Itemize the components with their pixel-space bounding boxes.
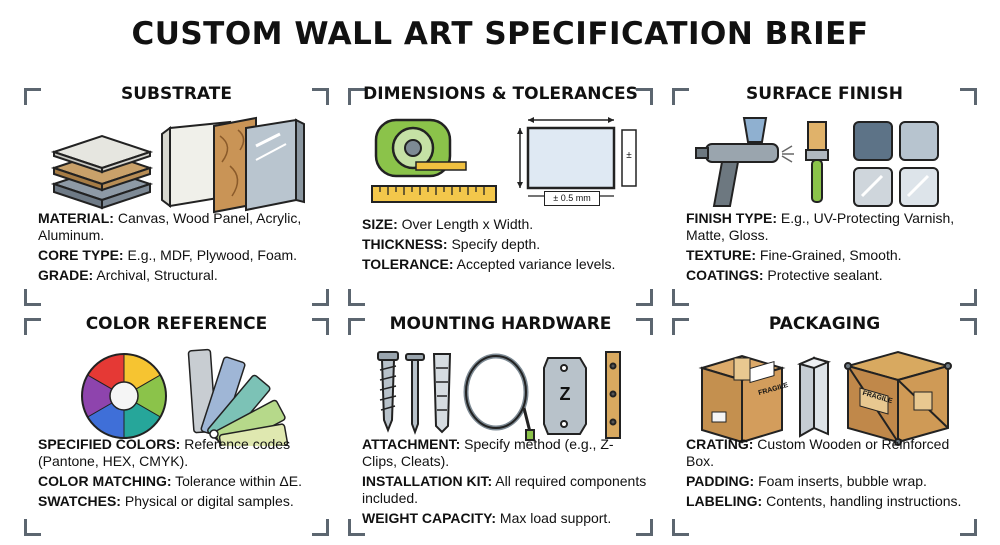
paintbrush-icon [805, 121, 829, 203]
side-tolerance-label: ± [626, 150, 632, 161]
finish-swatches-icon [853, 121, 939, 207]
color-wheel-icon [81, 353, 167, 439]
color-details: SPECIFIED COLORS: Reference codes (Panto… [38, 436, 302, 509]
packaging-details: CRATING: Custom Wooden or Reinforced Box… [686, 436, 962, 509]
finish-illustration [682, 116, 967, 216]
panel-title-color: COLOR REFERENCE [85, 314, 268, 334]
tolerance-label: ± 0.5 mm [544, 191, 600, 206]
cardboard-box-icon [698, 354, 786, 444]
mounting-details: ATTACHMENT: Specify method (e.g., Z-Clip… [362, 436, 647, 526]
panel-packaging: PACKAGING [672, 314, 977, 536]
wall-anchor-icon [432, 353, 452, 434]
panel-title-dimensions: DIMENSIONS & TOLERANCES [363, 84, 638, 104]
wire-coil-icon [463, 353, 535, 441]
tape-measure-icon [374, 118, 467, 178]
panel-title-mounting: MOUNTING HARDWARE [389, 314, 612, 334]
packaging-illustration: FRAGILE FRAGILE [682, 346, 967, 446]
dimension-diagram [517, 117, 637, 197]
material-layers-icon [50, 134, 154, 210]
panel-title-substrate: SUBSTRATE [121, 84, 232, 104]
page-title: CUSTOM WALL ART SPECIFICATION BRIEF [131, 16, 869, 52]
panel-dimensions: DIMENSIONS & TOLERANCES [348, 84, 653, 306]
nail-icon [405, 353, 425, 435]
panel-title-packaging: PACKAGING [768, 314, 881, 334]
ruler-icon [371, 185, 497, 203]
panel-substrate: SUBSTRATE [24, 84, 329, 306]
spray-gun-icon [695, 117, 794, 207]
wooden-crate-icon [844, 350, 952, 446]
color-illustration [34, 346, 319, 446]
swatch-fan-icon [187, 348, 289, 446]
dimensions-details: SIZE: Over Length x Width. THICKNESS: Sp… [362, 216, 616, 272]
cleat-icon [605, 351, 621, 439]
z-clip-icon [543, 357, 587, 435]
dimensions-illustration: ± ± 0.5 mm [358, 116, 643, 216]
foam-padding-icon [797, 356, 831, 438]
substrate-illustration [34, 116, 319, 216]
mounting-illustration: Z [358, 346, 643, 446]
panel-title-finish: SURFACE FINISH [746, 84, 903, 104]
substrate-details: MATERIAL: Canvas, Wood Panel, Acrylic, A… [38, 210, 302, 283]
finish-details: FINISH TYPE: E.g., UV-Protecting Varnish… [686, 210, 955, 283]
acrylic-panel-icon [245, 118, 305, 212]
z-clip-letter: Z [559, 384, 571, 404]
screw-icon [377, 351, 399, 433]
panel-finish: SURFACE FINISH [672, 84, 977, 306]
panel-mounting: MOUNTING HARDWARE [348, 314, 653, 536]
panel-color: COLOR REFERENCE SPECIFI [24, 314, 329, 536]
